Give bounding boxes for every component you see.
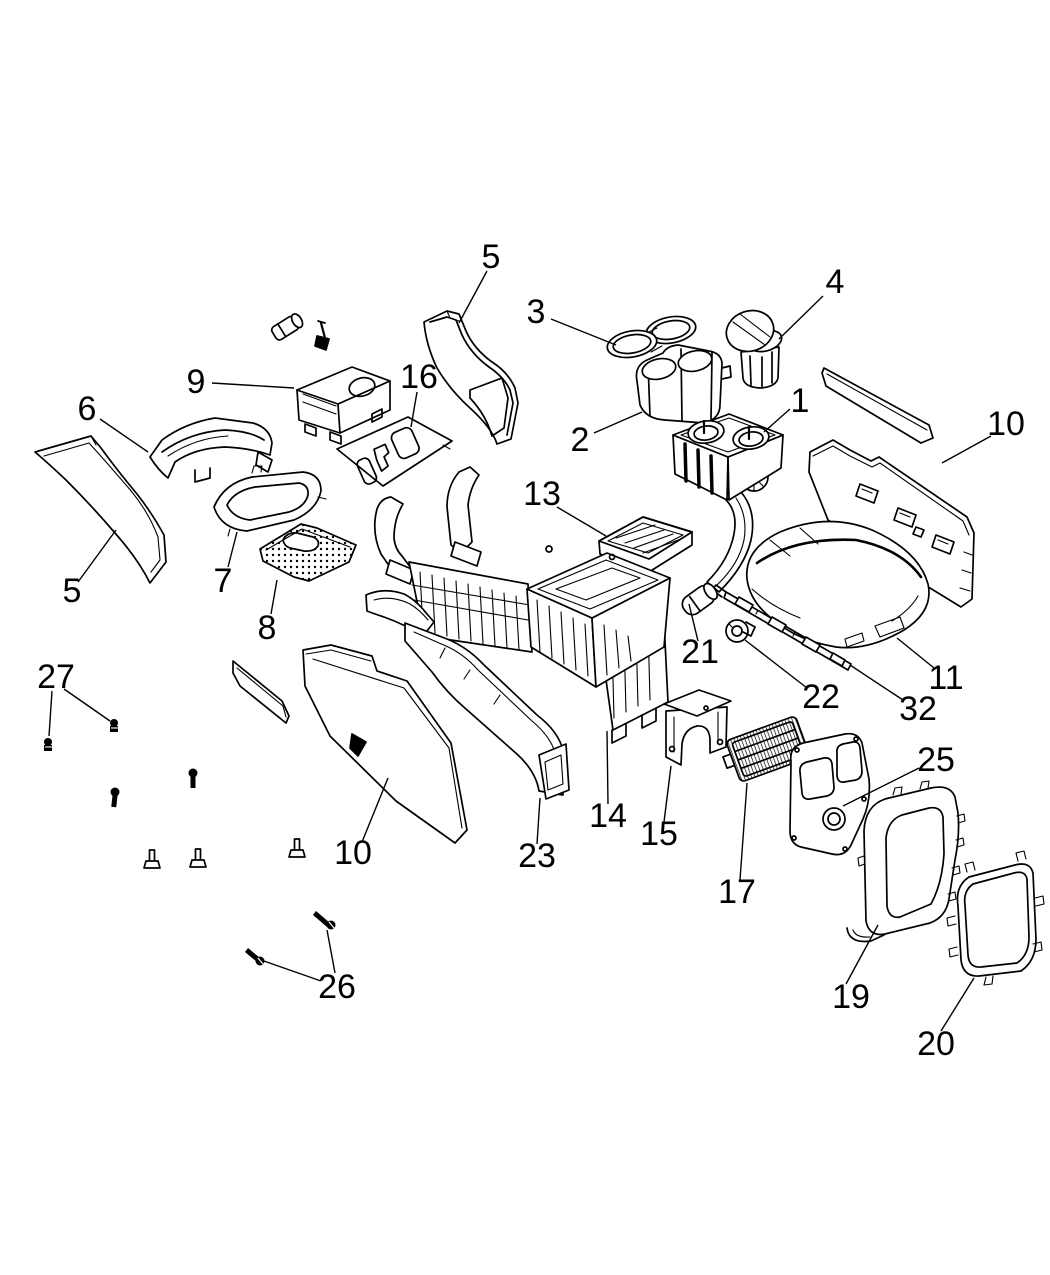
callout-label-10: 10	[987, 405, 1025, 443]
callout-10-leader-line	[361, 777, 389, 843]
small-screw-icon	[314, 320, 330, 351]
trim-strip-right	[821, 367, 934, 444]
trim-strip-left	[232, 660, 290, 724]
callout-3-leader-line	[550, 318, 617, 346]
callout-label-5: 5	[482, 238, 501, 276]
part-17-vent-grille	[722, 716, 810, 782]
callout-label-25: 25	[917, 741, 955, 779]
callout-23-leader-line	[536, 797, 541, 845]
part-5-trim-left	[34, 435, 167, 584]
part-6-console-bezel	[149, 417, 273, 483]
callout-label-20: 20	[917, 1025, 955, 1063]
part-23-air-duct	[404, 622, 570, 800]
callout-label-17: 17	[718, 873, 756, 911]
callout-label-13: 13	[523, 475, 561, 513]
callout-label-26: 26	[318, 968, 356, 1006]
callout-27-leader-line	[63, 688, 111, 722]
part-14-console-frame	[365, 466, 671, 744]
callout-5-leader-line	[77, 529, 117, 583]
callout-label-6: 6	[78, 390, 97, 428]
part-4-ashtray-cup	[725, 309, 783, 389]
callout-label-7: 7	[214, 562, 233, 600]
callout-label-21: 21	[681, 633, 719, 671]
callout-label-19: 19	[832, 978, 870, 1016]
callout-8-leader-line	[270, 579, 278, 615]
part-19-rear-bezel	[846, 780, 966, 943]
callout-label-16: 16	[400, 358, 438, 396]
callout-14-leader-line	[606, 730, 609, 805]
part-8-rubber-mat	[259, 523, 357, 582]
callout-21-leader-line	[688, 603, 699, 642]
part-16-shifter-plate	[336, 416, 453, 487]
callout-2-leader-line	[593, 411, 643, 434]
part-27-clips	[44, 719, 118, 751]
stud-screw-icon	[189, 848, 207, 868]
callout-17-leader-line	[739, 782, 748, 881]
part-22-socket-knob	[725, 619, 756, 643]
screw-fasteners	[110, 768, 306, 869]
callout-22-leader-line	[744, 639, 808, 689]
callout-6-leader-line	[99, 418, 149, 453]
part-2-cupholder-insert	[635, 344, 732, 424]
callout-15-leader-line	[663, 765, 672, 823]
callout-label-10: 10	[334, 834, 372, 872]
part-10-panel-right	[808, 439, 975, 608]
callout-label-9: 9	[187, 363, 206, 401]
part-15-rear-bracket	[663, 689, 732, 766]
push-screw-icon	[110, 787, 120, 808]
callout-1-leader-line	[763, 408, 791, 433]
callout-label-4: 4	[826, 263, 845, 301]
callout-11-leader-line	[896, 637, 935, 669]
callout-label-2: 2	[571, 421, 590, 459]
callout-20-leader-line	[940, 977, 975, 1032]
part-11-armrest-lid	[745, 520, 930, 649]
callout-label-32: 32	[899, 690, 937, 728]
push-screw-icon	[188, 768, 198, 788]
part-26-screws	[245, 911, 336, 966]
callout-32-leader-line	[849, 664, 904, 701]
part-7-trim-ring	[213, 465, 327, 537]
part-1-cupholder-housing	[672, 413, 784, 593]
part-20-bezel-frame	[946, 850, 1045, 986]
callout-label-22: 22	[802, 678, 840, 716]
part-10-panel-left	[302, 644, 468, 844]
callout-7-leader-line	[227, 531, 238, 568]
stud-screw-icon	[288, 838, 306, 858]
callout-label-15: 15	[640, 815, 678, 853]
callout-26-leader-line	[260, 959, 322, 982]
stud-screw-icon	[143, 849, 161, 869]
part-5-trim-right	[423, 310, 519, 445]
bulb-plug-fastener	[270, 313, 304, 341]
callout-10-leader-line	[941, 435, 992, 464]
callout-4-leader-line	[778, 295, 824, 340]
callout-13-leader-line	[556, 506, 607, 537]
callout-label-11: 11	[928, 659, 963, 697]
callout-label-5: 5	[63, 572, 82, 610]
callout-19-leader-line	[845, 924, 879, 985]
part-9-bin-housing	[296, 366, 391, 445]
callout-label-27: 27	[37, 658, 75, 696]
callout-25-leader-line	[842, 767, 920, 807]
part-25-rear-panel	[789, 732, 871, 856]
callout-26-leader-line	[326, 929, 336, 974]
callout-9-leader-line	[211, 382, 295, 389]
callout-label-14: 14	[589, 797, 627, 835]
callout-27-leader-line	[48, 690, 53, 737]
callout-label-23: 23	[518, 837, 556, 875]
callout-label-8: 8	[258, 609, 277, 647]
callout-16-leader-line	[410, 391, 418, 428]
part-3-cupholder-rings	[606, 315, 697, 359]
callout-label-1: 1	[791, 382, 810, 420]
callout-label-3: 3	[527, 293, 546, 331]
callout-5-leader-line	[458, 270, 488, 324]
